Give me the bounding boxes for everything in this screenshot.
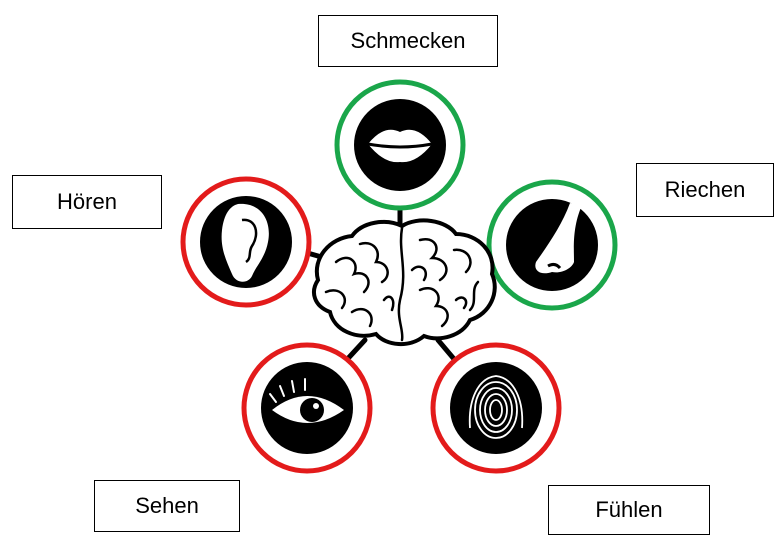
label-touch: Fühlen (548, 485, 710, 535)
eye-icon (261, 362, 353, 454)
label-taste: Schmecken (318, 15, 498, 67)
brain-icon (312, 218, 497, 346)
fingerprint-icon (450, 362, 542, 454)
sense-taste (334, 79, 466, 211)
label-smell: Riechen (636, 163, 774, 217)
nose-icon (506, 199, 598, 291)
label-sight: Sehen (94, 480, 240, 532)
sense-sight (241, 342, 373, 474)
ear-icon (200, 196, 292, 288)
mouth-icon (354, 99, 446, 191)
sense-hearing (180, 176, 312, 308)
sense-smell (486, 179, 618, 311)
label-hearing: Hören (12, 175, 162, 229)
sense-touch (430, 342, 562, 474)
